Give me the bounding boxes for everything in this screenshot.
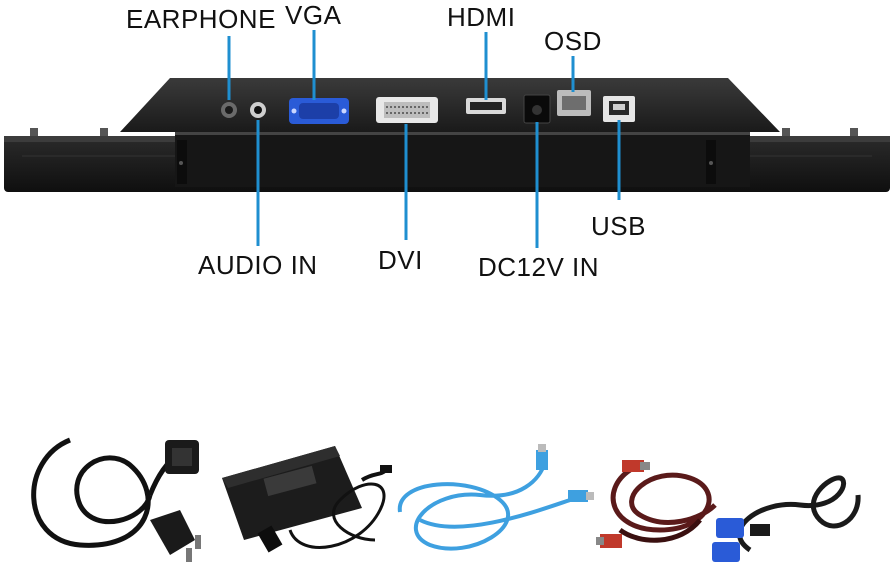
- power-cord: [31, 437, 201, 562]
- usb-cable: [397, 444, 594, 551]
- vga-port: [289, 98, 349, 124]
- audio-in-label: AUDIO IN: [198, 250, 318, 280]
- audio-in-port: [250, 102, 266, 118]
- usb-label: USB: [591, 211, 646, 241]
- monitor-body: [4, 78, 890, 192]
- dvi-label: DVI: [378, 245, 423, 275]
- earphone-port: [221, 102, 237, 118]
- leader-lines: [227, 30, 621, 248]
- hdmi-label: HDMI: [447, 2, 516, 32]
- hdmi-port: [466, 98, 506, 114]
- dc12v-port: [523, 94, 551, 124]
- dvi-port: [376, 97, 438, 123]
- vga-label: VGA: [285, 0, 342, 30]
- earphone-label: EARPHONE: [126, 4, 276, 34]
- osd-port: [557, 90, 591, 116]
- osd-label: OSD: [544, 26, 602, 56]
- usb-port: [603, 96, 635, 122]
- power-adapter: [222, 446, 392, 553]
- hdmi-cable: [596, 460, 717, 548]
- vga-cable: [712, 475, 861, 562]
- dc12v-in-label: DC12V IN: [478, 252, 600, 282]
